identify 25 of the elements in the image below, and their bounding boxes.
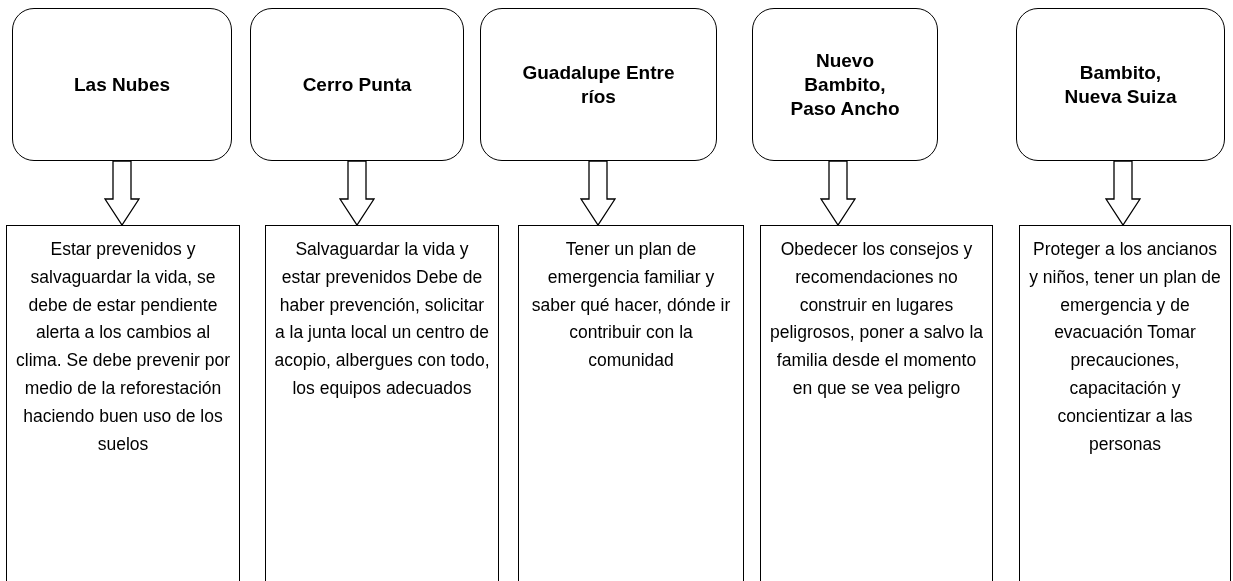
place-box bbox=[1016, 8, 1225, 161]
block-arrow bbox=[338, 160, 376, 227]
description-text: Salvaguardar la vida y estar prevenidos Debe de haber prevención, solicitar a la junta local un centro de acopio, albergues con todo, los equipos adecuados bbox=[274, 238, 490, 400]
block-arrow bbox=[819, 160, 857, 227]
description-text: Obedecer los consejos y recomendaciones no construir en lugares peligrosos, poner a salvo la familia desde el momento en que se vea peligro bbox=[769, 238, 984, 400]
description-text: Estar prevenidos y salvaguardar la vida, se debe de estar pendiente alerta a los cambios al clima. Se debe prevenir por medio de la reforestación haciendo buen uso de los suelos bbox=[15, 238, 231, 456]
place-name: Nuevo Bambito, Paso Ancho bbox=[790, 48, 900, 121]
place-box bbox=[250, 8, 464, 161]
place-name: Las Nubes bbox=[73, 72, 171, 97]
description-text: Tener un plan de emergencia familiar y saber qué hacer, dónde ir contribuir con la comunidad bbox=[530, 238, 732, 373]
text-box bbox=[6, 225, 240, 581]
place-name: Cerro Punta bbox=[302, 72, 412, 97]
text-box bbox=[518, 225, 744, 581]
text-box bbox=[760, 225, 993, 581]
description-text: Proteger a los ancianos y niños, tener un plan de emergencia y de evacuación Tomar precauciones, capacitación y concientizar a las personas bbox=[1028, 238, 1222, 456]
block-arrow bbox=[579, 160, 617, 227]
block-arrow bbox=[103, 160, 141, 227]
place-box bbox=[12, 8, 232, 161]
place-box bbox=[480, 8, 717, 161]
place-box bbox=[752, 8, 938, 161]
place-name: Guadalupe Entre ríos bbox=[521, 60, 676, 109]
block-arrow bbox=[1104, 160, 1142, 227]
text-box bbox=[1019, 225, 1231, 581]
text-box bbox=[265, 225, 499, 581]
place-name: Bambito, Nueva Suiza bbox=[1063, 60, 1178, 109]
